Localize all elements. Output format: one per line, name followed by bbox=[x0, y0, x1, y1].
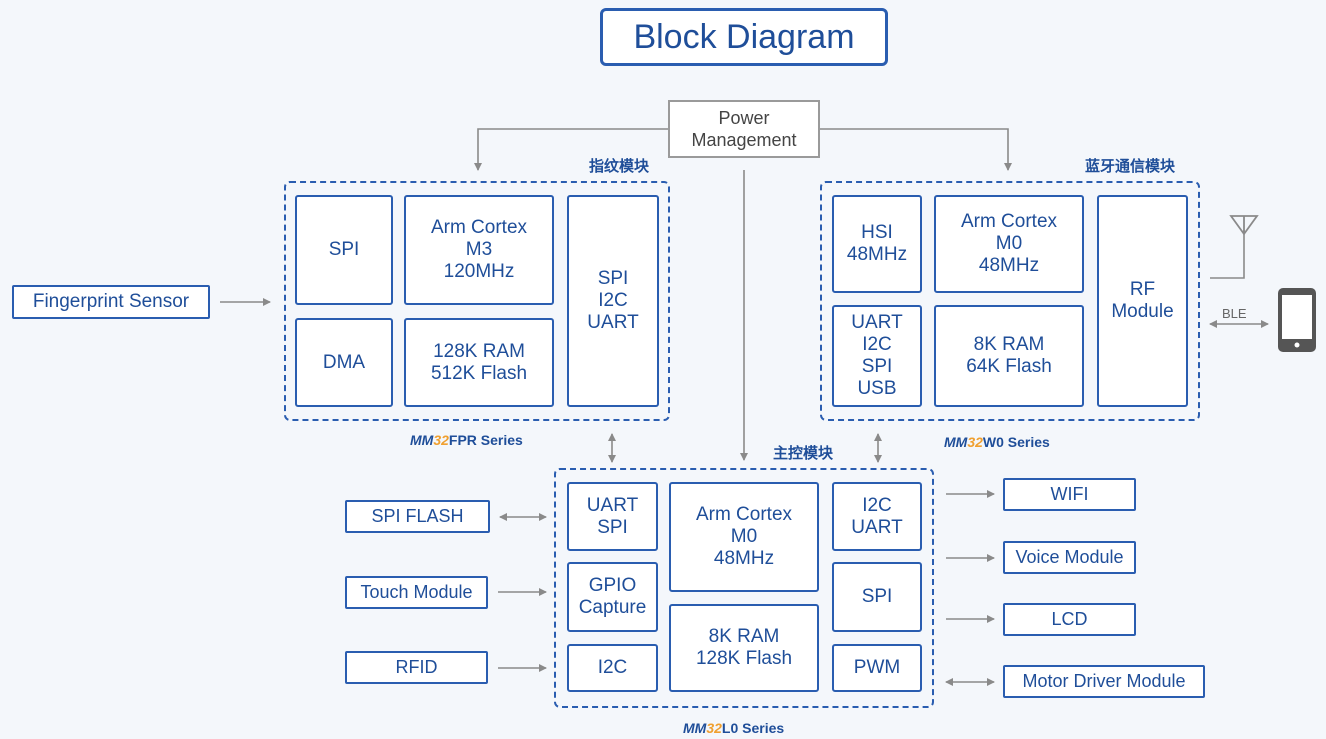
fp-cpu-line: Arm Cortex bbox=[430, 217, 528, 238]
fp-cpu-block: Arm Cortex M3 120MHz bbox=[404, 195, 554, 305]
main-i2c-label: I2C bbox=[597, 657, 628, 678]
fp-periph-line: I2C bbox=[598, 290, 628, 311]
main-gpio-line: Capture bbox=[578, 597, 647, 618]
fp-series-label: MM32FPR Series bbox=[410, 432, 523, 448]
bt-cpu-line: M0 bbox=[995, 233, 1023, 254]
main-uart-spi-line: SPI bbox=[597, 516, 628, 538]
bt-memory-block: 8K RAM 64K Flash bbox=[934, 305, 1084, 407]
fp-module-label: 指纹模块 bbox=[589, 158, 650, 175]
motor-driver-box: Motor Driver Module bbox=[1003, 665, 1205, 698]
rfid-box: RFID bbox=[345, 651, 488, 684]
main-pwm-label: PWM bbox=[853, 657, 901, 678]
bt-series-label: MM32W0 Series bbox=[944, 434, 1050, 450]
bt-module-label: 蓝牙通信模块 bbox=[1085, 158, 1176, 175]
fp-mem-line: 128K RAM bbox=[433, 340, 525, 362]
main-uart-spi-block: UART SPI bbox=[567, 482, 658, 551]
main-series-label: MM32L0 Series bbox=[683, 720, 785, 736]
main-mem-line: 128K Flash bbox=[695, 648, 793, 669]
fp-spi-block: SPI bbox=[295, 195, 393, 305]
main-pwm-block: PWM bbox=[832, 644, 922, 692]
main-i2c-uart-line: I2C bbox=[862, 494, 892, 516]
bt-io-line: UART bbox=[851, 312, 903, 333]
main-spi-block: SPI bbox=[832, 562, 922, 632]
bt-io-line: I2C bbox=[862, 334, 892, 355]
bt-rf-line: RF bbox=[1129, 279, 1156, 300]
bt-io-line: USB bbox=[857, 378, 897, 399]
bt-mem-line: 64K Flash bbox=[966, 356, 1052, 377]
fp-module-group bbox=[284, 181, 670, 421]
fingerprint-sensor-box: Fingerprint Sensor bbox=[12, 285, 210, 319]
main-mem-line: 8K RAM bbox=[708, 626, 780, 647]
main-cpu-line: Arm Cortex bbox=[695, 504, 793, 525]
lcd-box: LCD bbox=[1003, 603, 1136, 636]
bt-io-block: UART I2C SPI USB bbox=[832, 305, 922, 407]
bt-hsi-line: 48MHz bbox=[846, 244, 908, 265]
fp-cpu-line: M3 bbox=[465, 239, 493, 260]
fp-cpu-line: 120MHz bbox=[443, 261, 515, 282]
spi-flash-box: SPI FLASH bbox=[345, 500, 490, 533]
bt-mem-line: 8K RAM bbox=[973, 334, 1045, 355]
wifi-box: WIFI bbox=[1003, 478, 1136, 511]
main-i2c-uart-line: UART bbox=[851, 516, 903, 538]
antenna-icon bbox=[1229, 215, 1259, 236]
bt-hsi-line: HSI bbox=[861, 222, 893, 243]
main-cpu-block: Arm Cortex M0 48MHz bbox=[669, 482, 819, 592]
bt-cpu-line: Arm Cortex bbox=[960, 211, 1058, 232]
bt-io-line: SPI bbox=[861, 356, 893, 377]
fp-periph-line: UART bbox=[587, 312, 639, 333]
main-cpu-line: 48MHz bbox=[713, 548, 775, 569]
main-module-group bbox=[554, 468, 934, 708]
touch-module-box: Touch Module bbox=[345, 576, 488, 609]
main-i2c-block: I2C bbox=[567, 644, 658, 692]
fp-mem-line: 512K Flash bbox=[430, 362, 528, 384]
power-line2: Management bbox=[691, 130, 797, 150]
bt-rf-line: Module bbox=[1111, 301, 1174, 322]
main-gpio-block: GPIO Capture bbox=[567, 562, 658, 632]
main-memory-block: 8K RAM 128K Flash bbox=[669, 604, 819, 692]
voice-module-box: Voice Module bbox=[1003, 541, 1136, 574]
bt-hsi-block: HSI 48MHz bbox=[832, 195, 922, 293]
main-module-label: 主控模块 bbox=[773, 445, 834, 462]
page-title: Block Diagram bbox=[600, 8, 888, 66]
fp-memory-block: 128K RAM 512K Flash bbox=[404, 318, 554, 407]
fp-dma-label: DMA bbox=[322, 351, 366, 373]
fp-periph-line: SPI bbox=[597, 268, 629, 289]
main-cpu-line: M0 bbox=[730, 526, 758, 547]
fp-spi-label: SPI bbox=[328, 239, 360, 260]
main-uart-spi-line: UART bbox=[586, 494, 639, 516]
fp-dma-block: DMA bbox=[295, 318, 393, 407]
ble-label: BLE bbox=[1222, 306, 1247, 321]
main-i2c-uart-block: I2C UART bbox=[832, 482, 922, 551]
main-gpio-line: GPIO bbox=[588, 575, 637, 596]
power-management-block: Power Management bbox=[668, 100, 820, 158]
smartphone-icon bbox=[1278, 288, 1316, 352]
bt-cpu-line: 48MHz bbox=[978, 255, 1040, 276]
bt-module-group bbox=[820, 181, 1200, 421]
bt-cpu-block: Arm Cortex M0 48MHz bbox=[934, 195, 1084, 293]
fp-periph-block: SPI I2C UART bbox=[567, 195, 659, 407]
bt-rf-block: RF Module bbox=[1097, 195, 1188, 407]
main-spi-label: SPI bbox=[861, 586, 893, 607]
power-line1: Power bbox=[718, 108, 770, 128]
